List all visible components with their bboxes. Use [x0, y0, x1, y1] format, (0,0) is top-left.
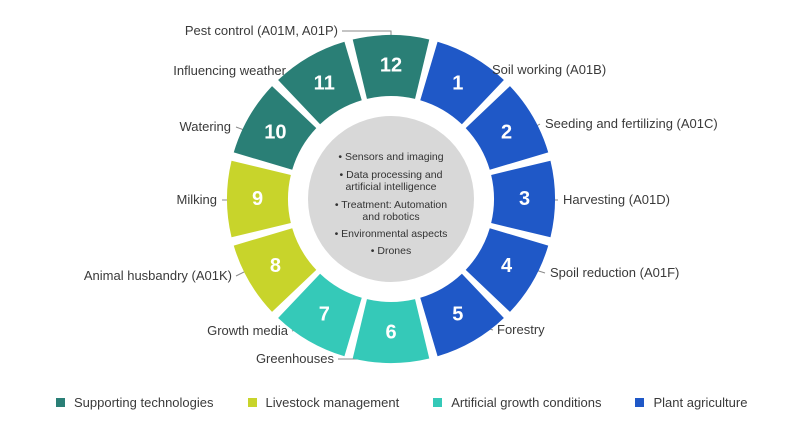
segment-number-6: 6 — [385, 322, 396, 344]
legend: Supporting technologies Livestock manage… — [56, 395, 781, 410]
wheel-segment-2 — [465, 86, 549, 170]
segment-number-7: 7 — [319, 304, 330, 326]
segment-number-3: 3 — [519, 188, 530, 210]
legend-label-supporting: Supporting technologies — [74, 395, 214, 410]
segment-label-5: Forestry — [497, 322, 545, 337]
wheel-segment-12 — [352, 35, 430, 99]
center-text-line: • Drones — [371, 245, 411, 257]
segment-number-12: 12 — [380, 55, 402, 77]
segment-number-11: 11 — [314, 72, 335, 94]
segment-label-6: Greenhouses — [256, 351, 335, 366]
center-text-line: artificial intelligence — [345, 181, 436, 193]
segment-label-9: Milking — [177, 192, 217, 207]
wheel-segment-11 — [278, 41, 362, 125]
segment-number-8: 8 — [270, 255, 281, 277]
center-text-line: • Environmental aspects — [335, 228, 448, 240]
legend-item-livestock: Livestock management — [247, 395, 400, 410]
wheel-segment-5 — [420, 273, 504, 357]
segment-number-5: 5 — [452, 304, 463, 326]
wheel-segment-6 — [352, 299, 430, 363]
wheel-segment-7 — [278, 273, 362, 357]
wheel-segment-4 — [465, 228, 549, 312]
segment-label-10: Watering — [179, 119, 231, 134]
center-text-block: • Sensors and imaging • Data processing a… — [335, 151, 448, 257]
center-text-line: and robotics — [362, 211, 419, 223]
segment-label-2: Seeding and fertilizing (A01C) — [545, 116, 718, 131]
legend-label-plant: Plant agriculture — [653, 395, 748, 410]
wheel-segment-9 — [227, 160, 291, 238]
legend-label-artificial: Artificial growth conditions — [451, 395, 602, 410]
segment-number-10: 10 — [264, 121, 286, 143]
wheel-segment-3 — [491, 160, 555, 238]
segment-label-3: Harvesting (A01D) — [563, 192, 670, 207]
segment-number-1: 1 — [452, 72, 463, 94]
segment-number-9: 9 — [252, 188, 263, 210]
segment-label-8: Animal husbandry (A01K) — [84, 268, 232, 283]
segment-labels: Pest control (A01M, A01P) Soil working (A… — [84, 23, 718, 366]
segment-label-1: Soil working (A01B) — [492, 62, 606, 77]
center-text-line: • Data processing and — [340, 169, 443, 181]
legend-item-supporting: Supporting technologies — [56, 395, 214, 410]
center-text-line: • Sensors and imaging — [338, 151, 443, 163]
segment-number-4: 4 — [501, 255, 513, 277]
legend-swatch-livestock — [247, 398, 257, 407]
wheel-segment-10 — [233, 86, 317, 170]
legend-label-livestock: Livestock management — [265, 395, 400, 410]
wheel-segment-8 — [233, 228, 317, 312]
legend-item-artificial: Artificial growth conditions — [433, 395, 601, 410]
center-circle — [308, 116, 474, 282]
legend-item-plant: Plant agriculture — [635, 395, 747, 410]
segment-label-11: Influencing weather — [173, 63, 286, 78]
segment-label-7: Growth media — [207, 323, 289, 338]
legend-swatch-plant — [635, 398, 645, 407]
segment-number-2: 2 — [501, 121, 512, 143]
wheel-segment-1 — [420, 41, 504, 125]
segment-label-4: Spoil reduction (A01F) — [550, 265, 679, 280]
segment-label-12: Pest control (A01M, A01P) — [185, 23, 338, 38]
center-text-line: • Treatment: Automation — [335, 199, 447, 211]
legend-swatch-supporting — [56, 398, 65, 407]
legend-swatch-artificial — [433, 398, 443, 407]
